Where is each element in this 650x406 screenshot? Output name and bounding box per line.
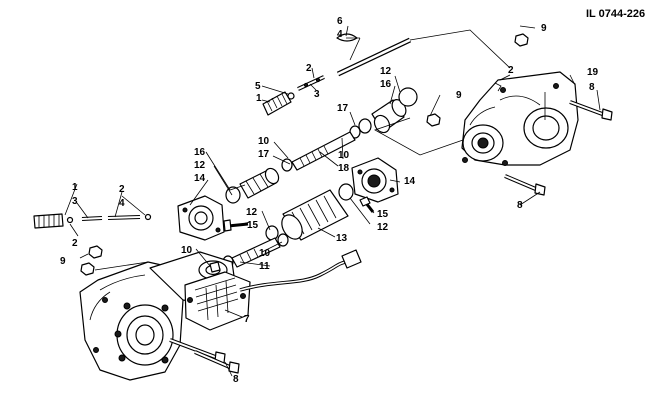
callout-1-left: 1 — [72, 182, 78, 193]
callout-2-left-bottom: 2 — [72, 238, 78, 249]
callout-labels: 6 4 9 2 19 8 2 3 5 1 12 16 9 17 10 17 10… — [60, 16, 599, 385]
bolt-8-right-bottom — [504, 174, 546, 196]
bolt-8-front-b — [194, 350, 240, 374]
bolt-15-left — [223, 219, 249, 232]
illustration-code: IL 0744-226 — [586, 8, 645, 20]
drive-shaft-lower — [222, 233, 289, 269]
callout-3-left: 3 — [72, 196, 78, 207]
shaft-4-left — [107, 215, 141, 220]
callout-2-left-top: 2 — [119, 184, 125, 195]
callout-19: 19 — [587, 67, 599, 78]
bearing-plate-14-right — [351, 157, 399, 203]
callout-4-top: 4 — [337, 29, 343, 40]
actuator-7 — [184, 271, 251, 331]
callout-1-upper: 1 — [256, 93, 262, 104]
callout-2-right: 2 — [508, 65, 514, 76]
bolt-10-front — [209, 261, 221, 273]
pin-3-upper — [297, 75, 325, 91]
callout-14-left: 14 — [194, 173, 206, 184]
callout-9-left: 9 — [60, 256, 66, 267]
boot-1-left — [33, 213, 64, 229]
bearing-plate-14-left — [177, 195, 225, 241]
callout-6: 6 — [337, 16, 343, 27]
callout-12-right: 12 — [377, 222, 389, 233]
ring-18 — [358, 118, 372, 134]
boot-13 — [281, 189, 349, 241]
right-gear-case — [461, 71, 579, 166]
boot-16-left — [239, 167, 280, 199]
callout-8-front: 8 — [233, 374, 239, 385]
callout-2-upper: 2 — [306, 63, 312, 74]
nut-9-right-mid — [426, 113, 441, 127]
callout-5: 5 — [255, 81, 261, 92]
callout-15-right: 15 — [377, 209, 389, 220]
clip-2-right — [494, 82, 502, 92]
clip-5 — [287, 92, 295, 100]
callout-8-right-top: 8 — [589, 82, 595, 93]
callout-8-right-bottom: 8 — [517, 200, 523, 211]
callout-7: 7 — [244, 314, 250, 325]
callout-16-left: 16 — [194, 147, 206, 158]
callout-9-mid: 9 — [456, 90, 462, 101]
bolt-8-right-top — [569, 100, 613, 121]
boot-1-upper — [262, 91, 292, 116]
wire-harness — [239, 249, 362, 292]
callout-12-left: 12 — [194, 160, 206, 171]
pin-3-left — [81, 216, 103, 221]
callout-10-upper: 10 — [258, 136, 270, 147]
callout-4-left: 4 — [119, 198, 125, 209]
ring-12-mid — [265, 225, 279, 241]
long-shaft-top — [336, 37, 412, 77]
clip-2-left-b — [144, 213, 152, 221]
nut-9-left-b — [80, 262, 95, 276]
leader-lines — [64, 25, 601, 377]
callout-18: 18 — [338, 163, 350, 174]
callout-9-top: 9 — [541, 23, 547, 34]
callout-12-mid: 12 — [246, 207, 258, 218]
nut-9-right-top — [514, 33, 529, 47]
callout-17-left: 17 — [258, 149, 270, 160]
callout-11: 11 — [259, 261, 270, 272]
clip-2-left — [66, 216, 74, 224]
callout-12-upper: 12 — [380, 66, 392, 77]
callout-17-upper: 17 — [337, 103, 349, 114]
callout-16-upper: 16 — [380, 79, 392, 90]
callout-3-upper: 3 — [314, 89, 320, 100]
callout-15-left: 15 — [247, 220, 259, 231]
drive-shaft-upper — [281, 131, 356, 172]
nut-9-left-a — [88, 245, 103, 259]
callout-14-right: 14 — [404, 176, 416, 187]
callout-13: 13 — [336, 233, 348, 244]
callout-10-mid: 10 — [338, 150, 350, 161]
callout-10-lower-right: 10 — [259, 248, 271, 259]
ring-12-upper — [398, 87, 418, 107]
ring-12-right — [338, 183, 354, 201]
callout-10-lower-left: 10 — [181, 245, 193, 256]
